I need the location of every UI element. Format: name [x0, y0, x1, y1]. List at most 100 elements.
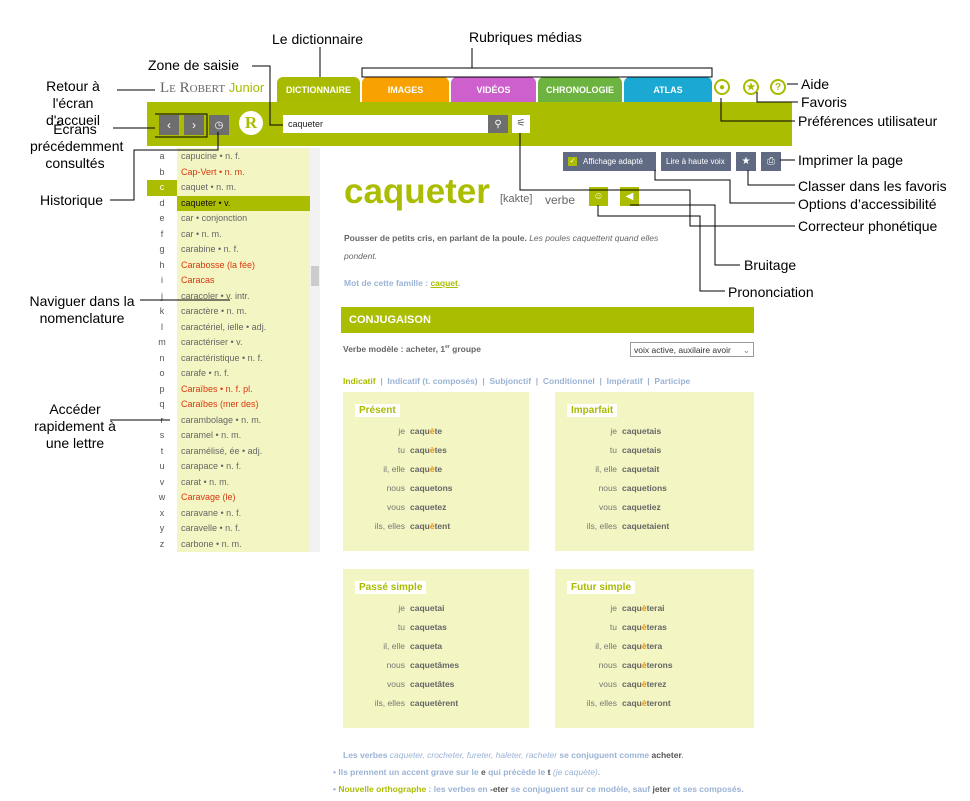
mode-tab[interactable]: Participe: [654, 376, 691, 386]
help-icon[interactable]: ?: [770, 79, 786, 95]
list-item[interactable]: carabine • n. f.: [181, 244, 239, 254]
verb-form: caquèterez: [622, 679, 667, 689]
letter-u[interactable]: u: [159, 461, 165, 471]
verb-form: caquetais: [622, 445, 662, 455]
voice-select[interactable]: voix active, auxilaire avoir⌄: [630, 342, 754, 357]
list-item[interactable]: capucine • n. f.: [181, 151, 241, 161]
letter-g[interactable]: g: [159, 244, 165, 254]
mode-tab[interactable]: Conditionnel: [542, 376, 595, 386]
user-preferences-icon[interactable]: ●: [714, 79, 730, 95]
search-input[interactable]: caqueter: [283, 115, 488, 133]
list-item[interactable]: carat • n. m.: [181, 476, 230, 487]
letter-l[interactable]: l: [161, 321, 163, 332]
separator: |: [531, 376, 543, 386]
list-item[interactable]: Cap-Vert • n. m.: [181, 166, 245, 177]
letter-d[interactable]: d: [159, 197, 165, 208]
list-item[interactable]: caractériel, ielle • adj.: [181, 321, 267, 332]
list-item[interactable]: caqueter • v.: [177, 195, 310, 211]
list-item[interactable]: Caraïbes • n. f. pl.: [181, 383, 253, 394]
search-icon[interactable]: ⚲: [488, 115, 508, 133]
list-item[interactable]: Caravage (le): [181, 492, 236, 502]
letter-m[interactable]: m: [158, 337, 166, 347]
robert-logo-icon[interactable]: R: [239, 111, 263, 135]
letter-j[interactable]: j: [161, 290, 163, 301]
adapted-display-toggle[interactable]: ✓Affichage adapté: [563, 152, 656, 171]
pronoun: ils, elles: [586, 698, 617, 708]
letter-x[interactable]: x: [159, 507, 165, 518]
letter-i[interactable]: i: [161, 275, 163, 285]
pronoun: je: [610, 603, 617, 613]
home-logo[interactable]: Le Robert Junior: [160, 80, 264, 97]
tab-images[interactable]: IMAGES: [362, 77, 449, 102]
forward-button[interactable]: ›: [184, 115, 204, 135]
list-item[interactable]: car • conjonction: [181, 213, 248, 223]
list-item[interactable]: car • n. m.: [181, 228, 222, 239]
list-item[interactable]: caractériser • v.: [181, 337, 243, 347]
tab-dictionnaire[interactable]: DICTIONNAIRE: [277, 77, 360, 103]
letter-f[interactable]: f: [160, 228, 164, 239]
letter-y[interactable]: y: [159, 523, 165, 533]
back-button[interactable]: ‹: [159, 115, 179, 135]
letter-b[interactable]: b: [159, 166, 165, 177]
letter-c[interactable]: c: [147, 180, 177, 196]
family-link[interactable]: caquet: [430, 278, 458, 288]
pronoun: je: [610, 426, 617, 436]
letter-n[interactable]: n: [159, 352, 165, 363]
list-item[interactable]: caractère • n. m.: [181, 306, 247, 316]
tab-atlas[interactable]: ATLAS: [624, 77, 712, 102]
mode-tab[interactable]: Indicatif: [343, 376, 376, 386]
list-item[interactable]: caractéristique • n. f.: [181, 352, 263, 363]
letter-z[interactable]: z: [159, 538, 165, 549]
verb-form: caquète: [410, 426, 443, 436]
letter-s[interactable]: s: [159, 430, 165, 440]
list-item[interactable]: carafe • n. f.: [181, 368, 230, 378]
history-clock-icon[interactable]: ◷: [209, 115, 229, 135]
letter-p[interactable]: p: [159, 383, 165, 394]
list-item[interactable]: caravelle • n. f.: [181, 523, 241, 533]
letter-w[interactable]: w: [158, 492, 166, 502]
family-label: Mot de cette famille :: [344, 278, 429, 288]
letter-t[interactable]: t: [160, 445, 164, 456]
print-icon[interactable]: ⎙: [761, 152, 781, 171]
annotation-ecrans: Écrans précédemment consultés: [30, 121, 124, 171]
list-item[interactable]: caramel • n. m.: [181, 430, 242, 440]
pronoun: nous: [386, 660, 405, 670]
letter-v[interactable]: v: [159, 476, 165, 487]
mode-tab[interactable]: Subjonctif: [489, 376, 532, 386]
favorites-star-icon[interactable]: ★: [743, 79, 759, 95]
letter-q[interactable]: q: [159, 399, 165, 409]
letter-e[interactable]: e: [159, 213, 165, 223]
list-item[interactable]: carapace • n. f.: [181, 461, 242, 471]
sound-effect-icon[interactable]: ◀: [620, 187, 639, 206]
mode-tab[interactable]: Indicatif (t. composés): [387, 376, 478, 386]
magic-wand-icon[interactable]: ⚟: [512, 115, 530, 133]
pronunciation-icon[interactable]: ☺: [589, 187, 608, 206]
list-item[interactable]: caracoler • v. intr.: [181, 290, 250, 301]
list-item[interactable]: Carabosse (la fée): [181, 259, 256, 270]
letter-k[interactable]: k: [159, 306, 165, 316]
list-item[interactable]: carbone • n. m.: [181, 538, 242, 549]
letter-a[interactable]: a: [159, 151, 165, 161]
add-favorite-icon[interactable]: ★: [736, 152, 756, 171]
tab-vidéos[interactable]: VIDÉOS: [451, 77, 536, 102]
letter-o[interactable]: o: [159, 368, 165, 378]
list-item[interactable]: caramélisé, ée • adj.: [181, 445, 263, 456]
tab-chronologie[interactable]: CHRONOLOGIE: [538, 77, 622, 102]
list-item[interactable]: caquet • n. m.: [181, 182, 237, 192]
pronoun: tu: [609, 622, 617, 632]
verb-form: caquetons: [410, 483, 453, 493]
read-aloud-button[interactable]: Lire à haute voix: [661, 152, 731, 171]
list-item[interactable]: Caraïbes (mer des): [181, 399, 259, 409]
letter-h[interactable]: h: [159, 259, 165, 270]
scrollbar[interactable]: [310, 148, 320, 552]
list-item[interactable]: Caracas: [181, 275, 215, 285]
mode-tab[interactable]: Impératif: [606, 376, 643, 386]
list-item[interactable]: caravane • n. f.: [181, 507, 242, 518]
list-item[interactable]: carambolage • n. m.: [181, 414, 262, 425]
